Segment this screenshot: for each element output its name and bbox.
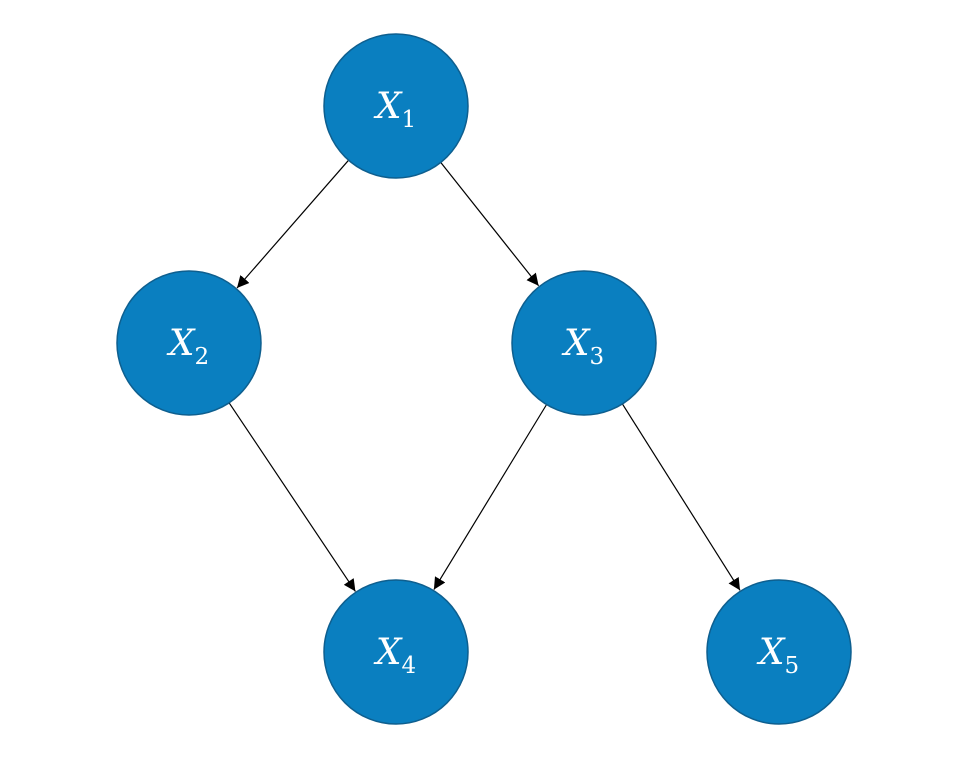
node-subscript: 2	[195, 344, 210, 370]
edge-x1-to-x2	[236, 159, 350, 289]
node-x3: X3	[511, 270, 657, 416]
edge-x3-to-x5	[621, 403, 741, 591]
node-variable: X	[373, 632, 403, 673]
node-label: X2	[166, 323, 209, 370]
node-circle	[511, 270, 657, 416]
edge-x1-to-x3	[440, 162, 540, 287]
node-subscript: 3	[590, 344, 605, 370]
node-x1: X1	[323, 33, 469, 179]
node-label: X4	[373, 632, 416, 679]
node-variable: X	[373, 86, 403, 127]
node-circle	[323, 579, 469, 725]
edge-x3-to-x4	[433, 404, 548, 590]
node-variable: X	[166, 323, 196, 364]
node-circle	[706, 579, 852, 725]
node-x4: X4	[323, 579, 469, 725]
edge-x2-to-x4	[228, 402, 356, 592]
node-subscript: 1	[402, 107, 417, 133]
node-circle	[323, 33, 469, 179]
node-subscript: 5	[785, 653, 800, 679]
node-label: X5	[756, 632, 799, 679]
node-x2: X2	[116, 270, 262, 416]
node-variable: X	[756, 632, 786, 673]
node-variable: X	[561, 323, 591, 364]
node-subscript: 4	[402, 653, 417, 679]
node-label: X1	[373, 86, 416, 133]
node-circle	[116, 270, 262, 416]
node-label: X3	[561, 323, 604, 370]
node-x5: X5	[706, 579, 852, 725]
edges-layer	[228, 159, 741, 592]
